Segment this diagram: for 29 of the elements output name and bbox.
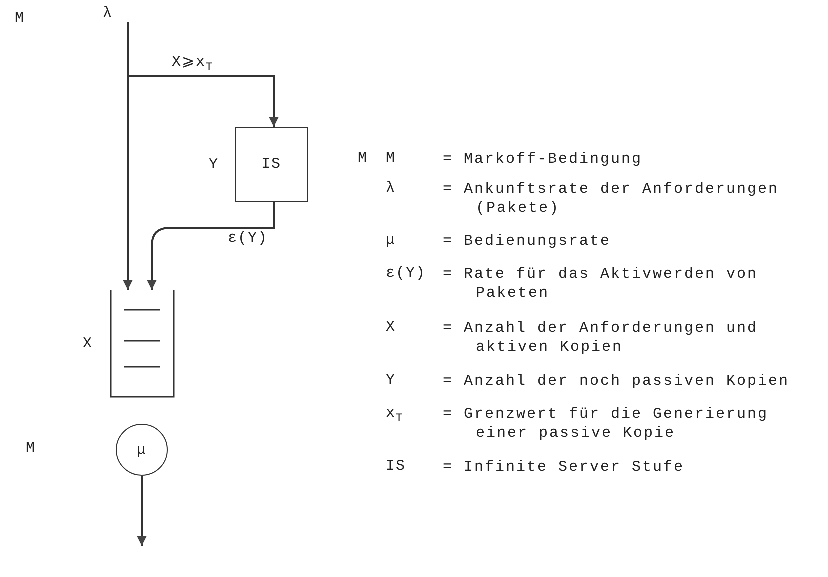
legend-definition: = Markoff-Bedingung [443, 150, 644, 169]
legend-definition: = Anzahl der noch passiven Kopien [443, 372, 791, 391]
node-label: μ [136, 442, 147, 458]
symbol-label: M [358, 150, 368, 167]
legend-definition: = Infinite Server Stufe [443, 458, 686, 477]
node-label: IS [261, 156, 282, 173]
symbol-label: M [15, 10, 26, 27]
legend-symbol: M [386, 150, 396, 167]
legend-definition: = Bedienungsrate [443, 232, 612, 251]
arrow [128, 75, 279, 127]
server-circle [116, 424, 168, 476]
variable-label: X [82, 336, 92, 352]
legend-definition: = Ankunftsrate der Anforderungen (Pakete) [443, 180, 780, 218]
variable-label: Y [208, 156, 218, 173]
legend-symbol: x$_{T}$ [386, 405, 404, 425]
legend-symbol: X [386, 319, 396, 336]
legend-symbol: IS [386, 458, 406, 475]
legend-definition: = Grenzwert für die Generierung einer passive Kopie [443, 405, 770, 443]
arrow [123, 22, 133, 290]
symbol-label: λ [103, 5, 114, 22]
symbol-label: M [26, 440, 36, 457]
legend-symbol: λ [386, 180, 396, 197]
legend-symbol: ε(Y) [386, 265, 426, 282]
arrow [147, 202, 275, 290]
legend-symbol: μ [386, 232, 396, 249]
legend-definition: = Rate für das Aktivwerden von Paketen [443, 265, 760, 303]
legend-definition: = Anzahl der Anforderungen und aktiven Kopien [443, 319, 760, 357]
legend-symbol: Y [386, 372, 396, 389]
arrow [137, 476, 147, 546]
